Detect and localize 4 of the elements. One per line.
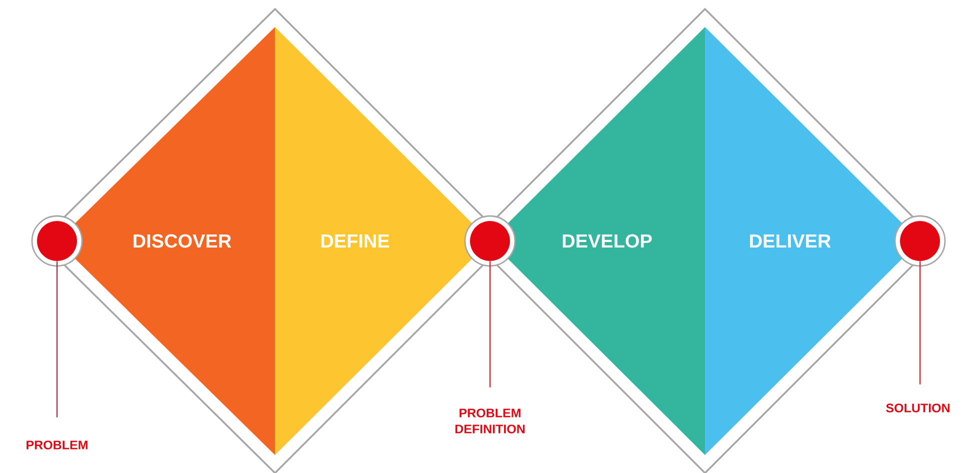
milestone-dot bbox=[37, 221, 77, 261]
milestone-dot bbox=[470, 221, 510, 261]
leader-line bbox=[56, 260, 58, 418]
milestone-dot bbox=[900, 221, 940, 261]
